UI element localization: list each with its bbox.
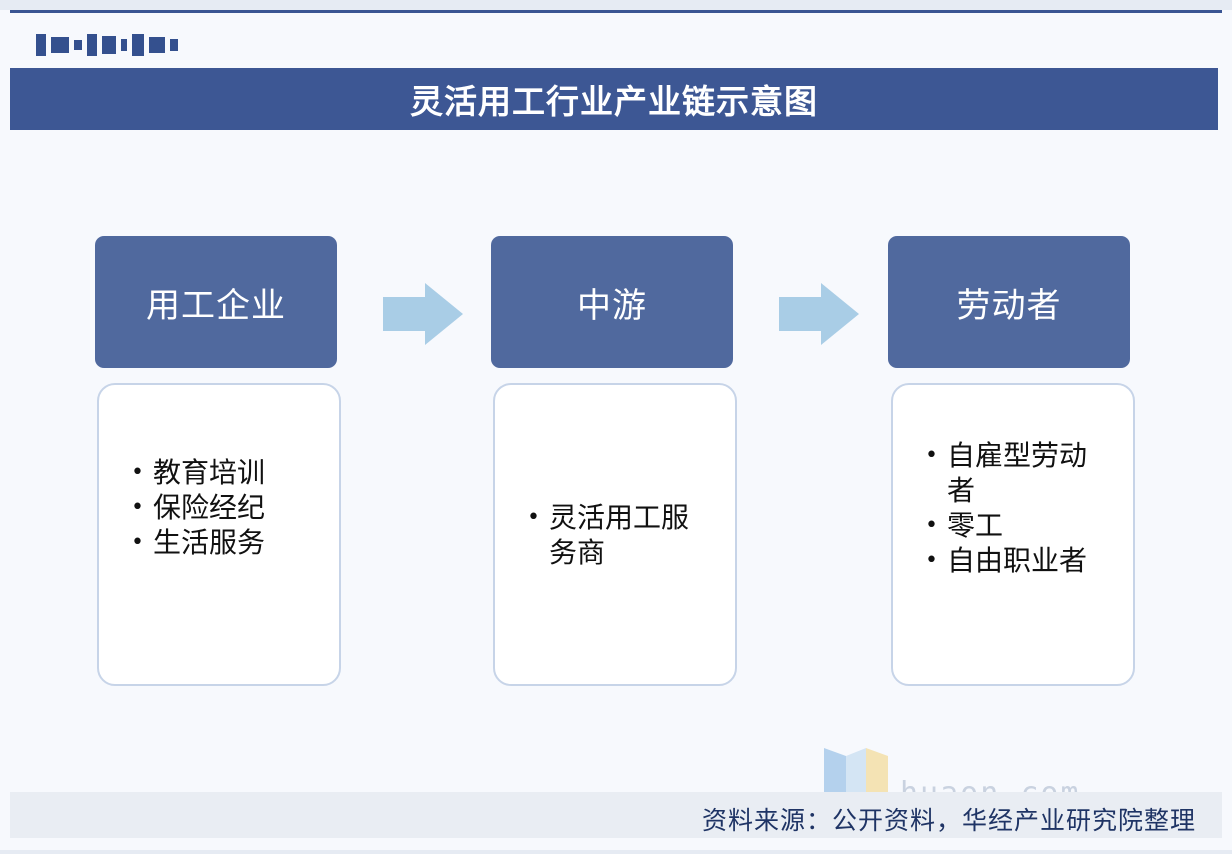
node-item-list: 灵活用工服务商 bbox=[527, 500, 707, 570]
brand-logo-icon bbox=[36, 32, 186, 58]
node-item-list: 自雇型劳动者 零工 自由职业者 bbox=[925, 438, 1105, 578]
node-heading: 劳动者 bbox=[956, 285, 1062, 326]
list-item: 自雇型劳动者 bbox=[925, 438, 1105, 508]
footer-band bbox=[10, 792, 1222, 838]
list-item: 保险经纪 bbox=[131, 490, 331, 525]
node-body-midstream: 灵活用工服务商 bbox=[493, 383, 737, 686]
list-item: 教育培训 bbox=[131, 455, 331, 490]
node-header-midstream: 中游 bbox=[491, 236, 733, 368]
node-heading: 中游 bbox=[577, 285, 647, 326]
node-body-enterprise: 教育培训 保险经纪 生活服务 bbox=[97, 383, 341, 686]
node-body-workers: 自雇型劳动者 零工 自由职业者 bbox=[891, 383, 1135, 686]
arrow-right-icon bbox=[383, 283, 463, 345]
list-item: 灵活用工服务商 bbox=[527, 500, 707, 570]
watermark-logo-icon bbox=[824, 748, 888, 802]
list-item: 零工 bbox=[925, 508, 1105, 543]
top-divider bbox=[10, 10, 1222, 13]
node-heading: 用工企业 bbox=[146, 285, 286, 326]
arrow-right-icon bbox=[779, 283, 859, 345]
node-item-list: 教育培训 保险经纪 生活服务 bbox=[131, 455, 331, 560]
title-bar: 灵活用工行业产业链示意图 bbox=[10, 68, 1218, 130]
diagram-title: 灵活用工行业产业链示意图 bbox=[410, 82, 818, 121]
list-item: 自由职业者 bbox=[925, 543, 1105, 578]
node-header-enterprise: 用工企业 bbox=[95, 236, 337, 368]
source-note: 资料来源：公开资料，华经产业研究院整理 bbox=[701, 806, 1196, 835]
list-item: 生活服务 bbox=[131, 525, 331, 560]
node-header-workers: 劳动者 bbox=[888, 236, 1130, 368]
